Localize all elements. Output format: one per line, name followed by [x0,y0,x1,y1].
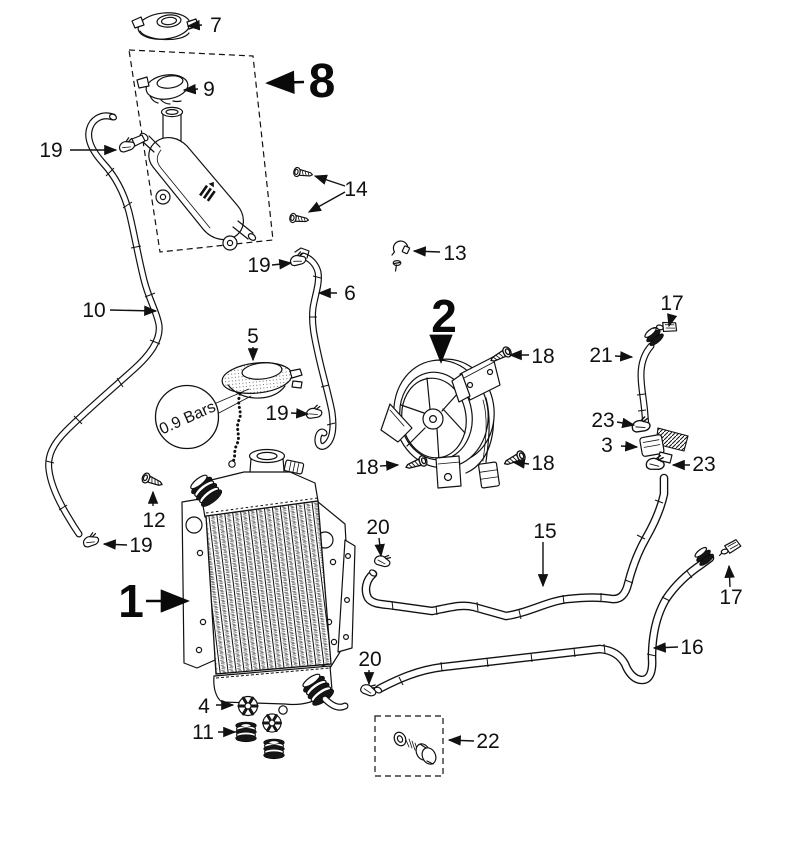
screw-14-upper [292,166,314,180]
leader-17-bottom-right [724,564,735,588]
leader-10 [109,305,158,316]
callout-7: 7 [210,14,222,37]
fan-illustration [380,356,501,489]
expansion-tank-group-box [128,49,274,253]
leader-19-overflow-top [271,259,293,270]
clamp-23-upper [630,415,652,434]
callout-1: 1 [118,575,144,627]
leader-8 [265,70,305,94]
leader-20-inlet [374,537,385,558]
screw-14-lower [288,212,310,226]
callout-6: 6 [344,282,356,305]
callout-17-top-right: 17 [660,292,683,315]
star-washer-b [261,712,283,734]
leader-3 [620,441,639,452]
callout-13: 13 [443,242,466,265]
leader-18-left [379,460,400,471]
callout-8: 8 [309,55,336,108]
hose-15-inlet [361,473,669,621]
callout-5: 5 [247,325,259,348]
fill-level-marks [199,181,216,202]
callout-2: 2 [431,290,457,342]
callout-19-bottom-left: 19 [129,534,152,557]
callout-4: 4 [198,695,210,718]
radiator-illustration [181,448,356,715]
callout-9: 9 [203,78,215,101]
star-washer-a [236,694,260,718]
clamp-19-overflow-bottom [305,404,323,420]
thermostat-illustration [639,427,689,464]
callout-23-lower: 23 [692,453,715,476]
callout-3: 3 [601,434,613,457]
drain-bolt-group-box [374,715,444,777]
expansion-tank-body [131,106,257,251]
pressure-cap-5 [221,362,303,468]
callout-19-overflow-top: 19 [247,254,270,277]
callout-20-inlet: 20 [366,516,389,539]
callout-11: 11 [192,721,214,744]
clamp-19-bottom-left [80,531,101,549]
callout-10: 10 [82,299,105,322]
leader-19-bottom-left [102,539,128,550]
leader-18-right [511,458,530,469]
screw-18-right [501,448,528,470]
grommet-b [263,738,285,760]
callout-17-bottom-right: 17 [719,586,742,609]
callout-22: 22 [476,730,499,753]
leader-19-overflow-bottom [290,408,310,419]
leader-22 [447,735,475,746]
callout-12: 12 [142,509,165,532]
callout-20-outlet: 20 [358,648,381,671]
radiator-core [205,500,332,675]
drain-bolt-illustration [393,731,437,765]
leader-21 [614,351,634,362]
expansion-tank-cap-9 [136,74,189,105]
clamp-17-bottom-right [716,538,743,557]
leader-14-lower [307,191,346,213]
leader-7 [186,19,203,31]
hose-16-outlet [373,544,716,694]
leader-23-upper [616,417,636,429]
callout-23-upper: 23 [591,409,614,432]
hose-6-overflow [294,247,337,450]
grommet-a [235,721,257,743]
radiator-petcock [283,459,305,475]
hose-10-breather [45,112,163,538]
leader-16 [652,642,679,653]
leader-17-top-right [667,313,678,328]
callout-18-right: 18 [531,452,554,475]
leader-13 [412,246,441,257]
clamp-20-inlet [372,550,393,570]
screw-12 [140,471,165,490]
cap-chain [231,392,242,463]
clamp-13-illustration [391,240,411,272]
callout-18-left: 18 [355,456,378,479]
hose-21-upper-right [636,324,666,431]
leader-9 [182,83,199,95]
callout-19-overflow-bottom: 19 [265,402,288,425]
callout-16: 16 [680,636,703,659]
fan-connector [478,461,500,489]
callout-18-top: 18 [531,345,554,368]
leader-14-upper [313,174,346,187]
callout-15: 15 [533,520,556,543]
callout-19-top-left: 19 [39,139,62,162]
pressure-badge: 0.9 Bars [154,384,252,450]
callout-14: 14 [344,178,368,201]
callout-21: 21 [589,344,612,367]
